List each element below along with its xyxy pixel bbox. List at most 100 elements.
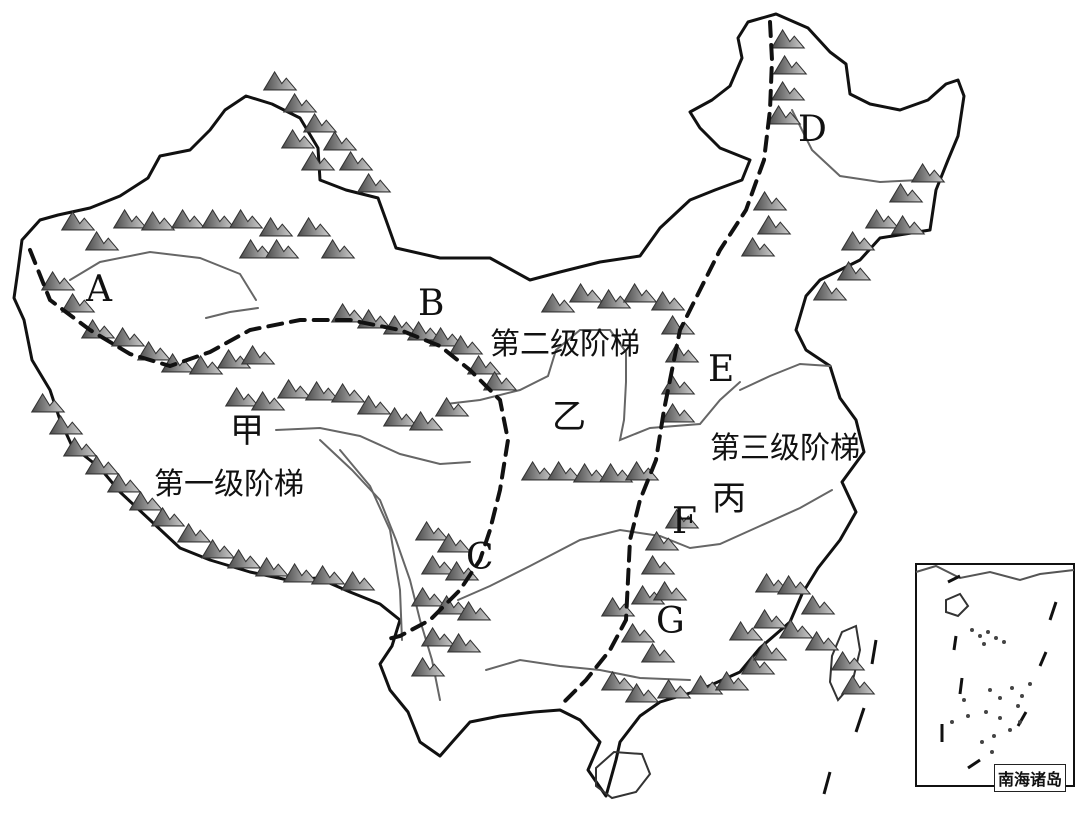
mountain-icon	[641, 643, 675, 663]
mountain-icon	[255, 557, 289, 577]
island-dot	[1008, 728, 1012, 732]
mountain-icon	[753, 609, 787, 629]
mountain-icon	[415, 521, 449, 541]
mountain-icon	[111, 327, 145, 347]
mountain-icon	[341, 571, 375, 591]
hainan-island	[595, 750, 652, 800]
inset-caption: 南海诸岛	[994, 764, 1067, 792]
mountain-icon	[383, 407, 417, 427]
island-dot	[988, 688, 992, 692]
mountain-icon	[411, 587, 445, 607]
mountain-icon	[283, 93, 317, 113]
mountain-icon	[241, 345, 275, 365]
mountain-icon	[331, 383, 365, 403]
mountain-icon	[661, 403, 695, 423]
mountain-icon	[171, 209, 205, 229]
island-dot	[970, 628, 974, 632]
mountain-icon	[641, 555, 675, 575]
mountain-icon	[435, 397, 469, 417]
mountain-icon	[357, 173, 391, 193]
mountain-icon	[547, 461, 581, 481]
mountain-icon	[31, 393, 65, 413]
mountain-icon	[411, 657, 445, 677]
mountain-icon	[227, 549, 261, 569]
mountain-icon	[321, 239, 355, 259]
south-china-sea-inset	[915, 563, 1075, 787]
mountain-icon	[297, 217, 331, 237]
mountain-icon	[421, 627, 455, 647]
island-dot	[1002, 640, 1006, 644]
second-step-label: 第二级阶梯	[490, 327, 640, 362]
mountain-icon	[85, 455, 119, 475]
island-dot	[1028, 682, 1032, 686]
island-dot	[984, 710, 988, 714]
label-g: G	[656, 601, 685, 642]
island-dot	[978, 634, 982, 638]
first-second-boundary	[28, 248, 511, 642]
island-dot	[1020, 694, 1024, 698]
mountain-icon	[259, 217, 293, 237]
mountain-icon	[277, 379, 311, 399]
mountain-icon	[107, 473, 141, 493]
mountain-icon	[229, 209, 263, 229]
label-f: F	[672, 501, 697, 542]
region-bing: 丙	[712, 479, 746, 519]
mountain-icon	[49, 415, 83, 435]
mountain-icon	[865, 209, 899, 229]
mountain-icon	[85, 231, 119, 251]
mountain-icon	[541, 293, 575, 313]
island-dot	[950, 720, 954, 724]
label-d: D	[798, 109, 827, 150]
mountain-icon	[177, 523, 211, 543]
mountain-icon	[813, 281, 847, 301]
mountain-icon	[303, 113, 337, 133]
island-dot	[1016, 704, 1020, 708]
mountain-icon	[801, 595, 835, 615]
mountain-icon	[41, 271, 75, 291]
mountain-icon	[773, 55, 807, 75]
step-boundaries	[28, 20, 775, 708]
mountain-icon	[771, 81, 805, 101]
mountain-icon	[283, 563, 317, 583]
island-dot	[1018, 720, 1022, 724]
mountain-icon	[447, 633, 481, 653]
mountain-icon	[305, 381, 339, 401]
mountain-icon	[201, 209, 235, 229]
mountain-icon	[653, 581, 687, 601]
island-dot	[990, 750, 994, 754]
mountain-icon	[753, 191, 787, 211]
rivers	[69, 109, 921, 701]
label-a: A	[86, 269, 112, 310]
mountain-icon	[657, 679, 691, 699]
mountain-icon	[357, 395, 391, 415]
island-dot	[1010, 686, 1014, 690]
mountain-icon	[689, 675, 723, 695]
island-dot	[982, 642, 986, 646]
island-dot	[966, 714, 970, 718]
island-dot	[962, 698, 966, 702]
third-step-label: 第三级阶梯	[710, 431, 860, 466]
mountain-icon	[771, 29, 805, 49]
mountain-icon	[779, 619, 813, 639]
island-dot	[994, 636, 998, 640]
mountain-icon	[623, 283, 657, 303]
region-yi: 乙	[552, 397, 586, 437]
mountain-icon	[323, 131, 357, 151]
mountain-icon	[651, 291, 685, 311]
mountain-icon	[569, 283, 603, 303]
island-dot	[980, 740, 984, 744]
mountain-icon	[891, 215, 925, 235]
mountain-icon	[757, 215, 791, 235]
region-jia: 甲	[230, 411, 264, 451]
label-e: E	[708, 349, 735, 390]
mountain-icon	[741, 237, 775, 257]
mountain-icon	[753, 641, 787, 661]
mountain-icon	[201, 539, 235, 559]
mountain-icon	[265, 239, 299, 259]
maritime-boundary	[822, 639, 878, 795]
island-dot	[998, 716, 1002, 720]
label-c: C	[466, 537, 494, 578]
mountain-icon	[141, 211, 175, 231]
mountain-icon	[911, 163, 945, 183]
